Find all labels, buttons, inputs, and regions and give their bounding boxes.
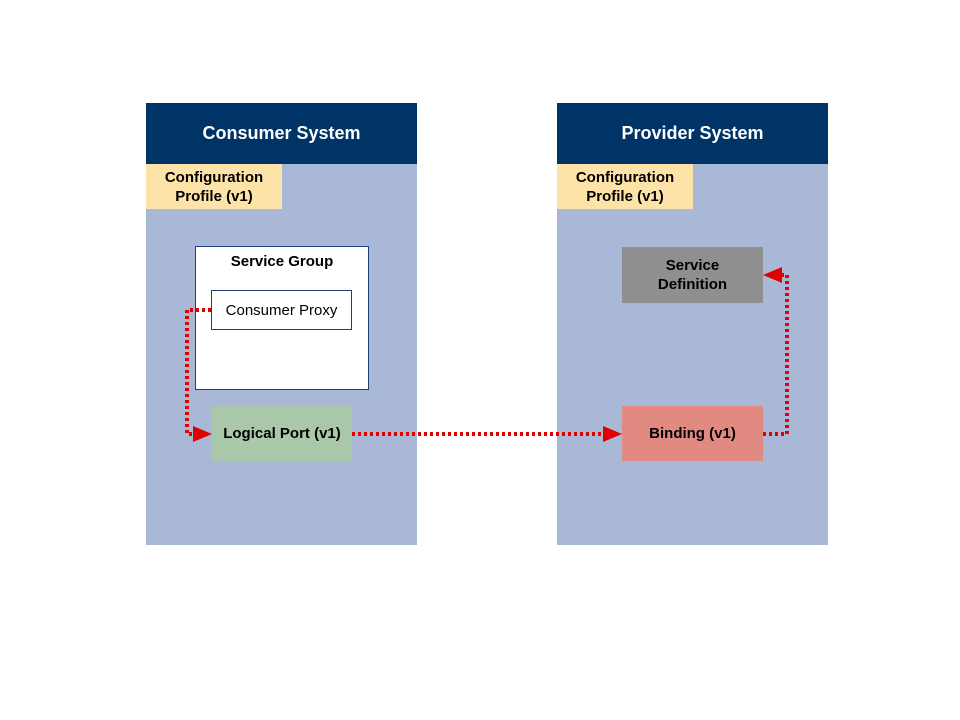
binding-to-definition-arrowhead <box>763 267 782 283</box>
proxy-to-port-arrowhead <box>193 426 212 442</box>
service-definition: Service Definition <box>622 247 763 303</box>
binding-to-definition-connector <box>763 273 789 436</box>
provider-system-title: Provider System <box>557 103 828 164</box>
provider-configuration-profile-label: Configuration Profile (v1) <box>575 168 675 205</box>
port-to-binding-arrowhead <box>603 426 622 442</box>
consumer-configuration-profile-label: Configuration Profile (v1) <box>164 168 264 205</box>
consumer-configuration-profile: Configuration Profile (v1) <box>146 164 282 209</box>
service-group-title: Service Group <box>230 253 334 270</box>
consumer-system-panel: Consumer System Configuration Profile (v… <box>146 103 417 545</box>
consumer-system-title: Consumer System <box>146 103 417 164</box>
service-definition-label: Service Definition <box>657 257 728 293</box>
logical-port: Logical Port (v1) <box>212 406 352 461</box>
consumer-proxy: Consumer Proxy <box>211 290 352 330</box>
provider-configuration-profile: Configuration Profile (v1) <box>557 164 693 209</box>
connector-group <box>185 267 789 442</box>
proxy-to-port-connector <box>185 308 211 436</box>
binding: Binding (v1) <box>622 406 763 461</box>
provider-system-panel: Provider System Configuration Profile (v… <box>557 103 828 545</box>
